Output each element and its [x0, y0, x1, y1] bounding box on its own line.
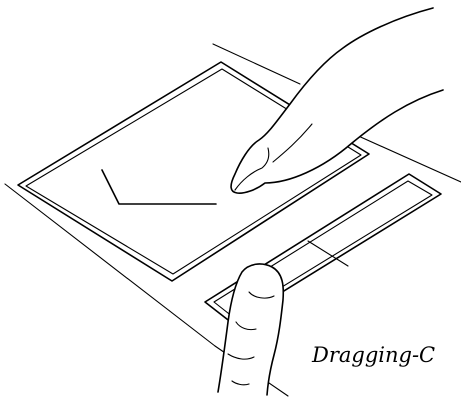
left-button-divider [308, 241, 348, 266]
dragging-finger-icon [231, 8, 443, 193]
button-press-finger-icon [218, 264, 283, 395]
drag-path-trace [102, 170, 216, 204]
figure-caption: Dragging-C [312, 343, 435, 367]
